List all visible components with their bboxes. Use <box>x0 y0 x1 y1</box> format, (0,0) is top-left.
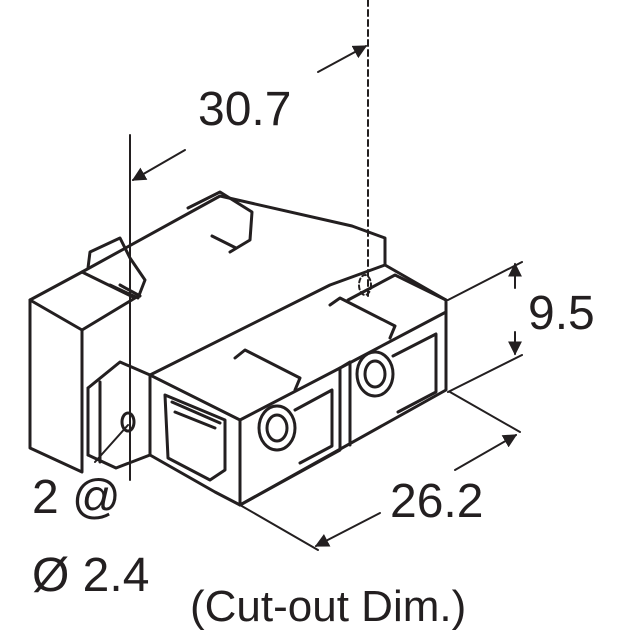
cutout-note: (Cut-out Dim.) <box>190 582 467 631</box>
dimension-height <box>447 261 523 393</box>
port-recess-left <box>293 388 334 465</box>
dimension-arrow-front <box>314 512 381 547</box>
port-bore-right-outer <box>355 350 395 398</box>
adapter-body <box>28 190 448 507</box>
dimension-width <box>239 391 521 551</box>
hole-diameter-note: Ø 2.4 <box>32 549 150 602</box>
flange-edge <box>86 380 102 464</box>
rear-housing <box>28 298 84 474</box>
dimension-arrow-right <box>317 45 368 73</box>
port-recess-right <box>391 332 438 414</box>
rear-housing-top <box>28 270 137 332</box>
dimension-arrow-left <box>131 149 186 181</box>
rear-latch <box>86 236 147 300</box>
extension-line-back <box>449 391 521 433</box>
dimension-arrow-back <box>454 434 518 471</box>
rear-slot <box>118 283 142 298</box>
mounting-hole <box>120 411 136 433</box>
port-face-left <box>238 366 342 507</box>
extension-line-bottom <box>447 354 523 393</box>
front-latch-left <box>233 348 302 392</box>
dimension-height-label: 9.5 <box>528 287 595 340</box>
extension-line-front <box>239 504 319 551</box>
cutout-spring <box>163 393 227 482</box>
extension-line-top <box>447 261 523 301</box>
port-bore-left-outer <box>257 404 297 452</box>
rear-latch-top <box>186 190 254 254</box>
dimension-length-label: 30.7 <box>198 83 292 136</box>
port-bore-right-inner <box>363 359 387 389</box>
flange-plate <box>86 360 152 470</box>
front-housing-outline <box>148 273 448 507</box>
cutout-spring-inner <box>170 400 222 430</box>
front-latch-right <box>328 296 397 340</box>
hidden-hole <box>358 274 372 296</box>
front-housing-top-edge <box>148 263 387 377</box>
housing-top-face <box>80 194 448 322</box>
dimension-width-label: 26.2 <box>390 475 484 528</box>
port-face-right <box>338 310 448 447</box>
hole-quantity-note: 2 @ <box>32 471 121 524</box>
port-bore-left-inner <box>265 413 289 443</box>
dimension-length <box>129 0 369 481</box>
upper-slot <box>210 234 238 250</box>
